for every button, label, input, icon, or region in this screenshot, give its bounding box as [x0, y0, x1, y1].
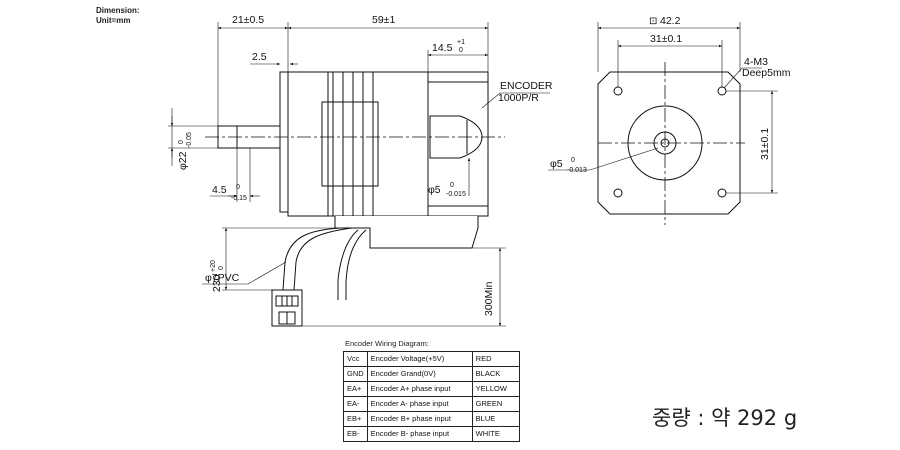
- dim-phi22-label: φ22: [177, 151, 189, 170]
- wiring-pin: EB+: [343, 411, 368, 427]
- wiring-desc: Encoder A- phase input: [366, 396, 473, 412]
- dim-phi5-side-tol: -0.015: [446, 191, 466, 198]
- side-view: [168, 22, 550, 327]
- dim-4-5-tol0: 0: [236, 184, 240, 191]
- wiring-desc: Encoder Voltage(+5V): [366, 351, 473, 367]
- flat-symbol: ⊡: [649, 16, 657, 27]
- wiring-color: BLACK: [471, 366, 520, 382]
- dim-42-2-label: 42.2: [660, 15, 681, 27]
- motor-body: [287, 71, 429, 217]
- wiring-pin: Vcc: [343, 351, 368, 367]
- encoder-label: ENCODER: [500, 80, 553, 92]
- dim-phi5-side-tol0: 0: [450, 182, 454, 189]
- wiring-pin: EA-: [343, 396, 368, 412]
- dim-14-5-sub: 0: [459, 47, 463, 54]
- wiring-pin: EB-: [343, 426, 368, 442]
- dim-300-label: 300Min: [483, 281, 495, 316]
- dim-phi7-label: φ7PVC: [205, 272, 240, 284]
- wiring-desc: Encoder Grand(0V): [366, 366, 473, 382]
- wiring-title: Encoder Wiring Diagram:: [345, 339, 429, 348]
- dimension-header: Dimension: Unit=mm: [96, 6, 140, 26]
- unit-label: Unit=mm: [96, 16, 131, 25]
- wiring-pin: EA+: [343, 381, 368, 397]
- wiring-color: YELLOW: [471, 381, 520, 397]
- dim-4-5-tol: -0.15: [231, 195, 247, 202]
- dim-phi5-front-tol0: 0: [571, 157, 575, 164]
- dim-14-5-sup: +1: [457, 39, 465, 46]
- dim-phi5-front-tol: -0.013: [567, 167, 587, 174]
- front-view: [548, 22, 778, 225]
- dim-phi5-front-label: φ5: [550, 158, 563, 170]
- front-view-labels: ⊡ 42.2 31±0.1 4-M3 Deep5mm 31±0.1 φ5 0 -…: [550, 15, 791, 174]
- dim-59-label: 59±1: [372, 14, 395, 26]
- wiring-desc: Encoder B- phase input: [366, 426, 473, 442]
- encoder-leader: [481, 92, 550, 109]
- cable: [282, 227, 341, 291]
- dim-14-5-label: 14.5: [432, 42, 453, 54]
- wiring-color: RED: [471, 351, 520, 367]
- dim-21-label: 21±0.5: [232, 14, 264, 26]
- dim-230-label: 230: [211, 274, 223, 292]
- dim-4-5-label: 4.5: [212, 184, 227, 196]
- connector: [271, 289, 303, 327]
- dim-phi5-side-label: φ5: [428, 184, 441, 196]
- wiring-color: WHITE: [471, 426, 520, 442]
- dim-phi22-tol: -0.05: [186, 132, 193, 148]
- dim-31-top-label: 31±0.1: [650, 33, 682, 45]
- wiring-color: GREEN: [471, 396, 520, 412]
- wiring-pin: GND: [343, 366, 368, 382]
- side-view-labels: 21±0.5 59±1 2.5 14.5 +1 0 ENCODER 1000P/…: [177, 14, 553, 316]
- wiring-desc: Encoder B+ phase input: [366, 411, 473, 427]
- wiring-color: BLUE: [471, 411, 520, 427]
- dim-230-tol0: 0: [218, 266, 225, 270]
- dim-2-5-label: 2.5: [252, 51, 267, 63]
- stator-laminations: [321, 72, 379, 216]
- dimension-label: Dimension:: [96, 6, 140, 15]
- holes-label: 4-M3: [744, 56, 768, 68]
- encoder-resolution: 1000P/R: [498, 92, 539, 104]
- dim-31-right-label: 31±0.1: [759, 128, 771, 160]
- weight-label: 중량 : 약 292 g: [652, 406, 798, 430]
- holes-depth: Deep5mm: [742, 67, 791, 79]
- dim-230-tol: +20: [210, 260, 217, 272]
- dim-phi22-tol0: 0: [178, 140, 185, 144]
- wiring-desc: Encoder A+ phase input: [366, 381, 473, 397]
